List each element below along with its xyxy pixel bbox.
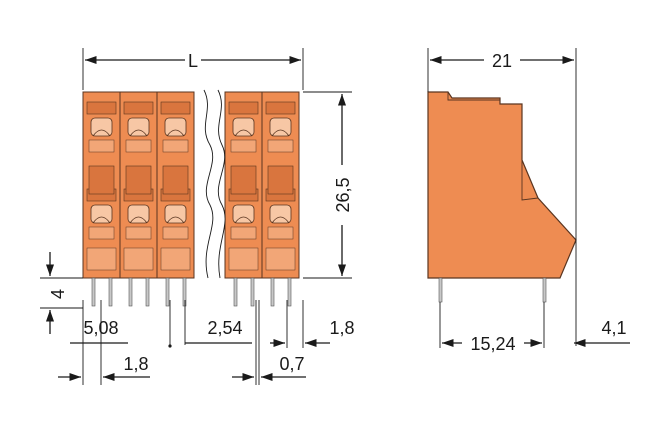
solder-pin xyxy=(128,277,133,307)
front-pins xyxy=(91,277,292,307)
mid-window xyxy=(88,165,115,195)
base-foot xyxy=(123,247,154,271)
solder-pin xyxy=(250,277,255,307)
terminal-module xyxy=(156,91,195,279)
clamp-opening xyxy=(269,204,292,224)
terminal-module xyxy=(224,91,263,279)
wire-entry xyxy=(88,139,115,153)
clamp-opening xyxy=(127,117,150,137)
solder-pin xyxy=(165,277,170,307)
clamp-spring xyxy=(271,216,290,224)
dim-depth-label: 21 xyxy=(492,51,512,71)
dim-length-label: L xyxy=(188,51,198,71)
wire-entry xyxy=(267,226,294,240)
terminal-module xyxy=(261,91,300,279)
front-modules xyxy=(82,91,300,279)
dim-pitch: 5,08 xyxy=(70,300,128,385)
solder-pin xyxy=(145,277,150,307)
wire-entry xyxy=(230,226,257,240)
terminal-module xyxy=(119,91,158,279)
base-foot xyxy=(160,247,191,271)
break-line-left xyxy=(203,89,214,279)
clamp-opening xyxy=(269,117,292,137)
clamp-opening xyxy=(164,117,187,137)
dim-height-label: 26,5 xyxy=(333,177,353,212)
wire-entry xyxy=(88,226,115,240)
dim-pitch-label: 5,08 xyxy=(83,318,118,338)
release-slot xyxy=(160,101,191,115)
release-slot xyxy=(228,101,259,115)
base-foot xyxy=(228,247,259,271)
mid-window xyxy=(125,165,152,195)
dim-pin-spacing: 15,24 xyxy=(439,302,545,354)
dim-pin-spacing-label: 15,24 xyxy=(470,334,515,354)
dim-right-margin: 1,8 xyxy=(270,300,355,348)
dim-height: 26,5 xyxy=(303,91,353,279)
dim-pin-height: 4 xyxy=(40,252,83,334)
clamp-spring xyxy=(234,129,253,137)
wire-entry xyxy=(125,226,152,240)
dim-offset-label: 1,8 xyxy=(123,354,148,374)
side-view xyxy=(427,91,577,303)
wire-entry xyxy=(125,139,152,153)
dim-pin-height-label: 4 xyxy=(48,289,68,299)
clamp-spring xyxy=(166,129,185,137)
dim-length: L xyxy=(82,48,304,90)
wire-entry xyxy=(162,226,189,240)
dim-side-offset: 4,1 xyxy=(574,318,630,348)
dim-side-offset-label: 4,1 xyxy=(601,318,626,338)
front-view xyxy=(82,89,300,307)
clamp-spring xyxy=(92,129,111,137)
side-pin-right xyxy=(542,277,547,303)
clamp-spring xyxy=(271,129,290,137)
wire-entry xyxy=(162,139,189,153)
wire-entry xyxy=(230,139,257,153)
side-profile xyxy=(427,91,577,279)
clamp-opening xyxy=(90,117,113,137)
solder-pin xyxy=(287,277,292,307)
solder-pin xyxy=(91,277,96,307)
wire-entry xyxy=(267,139,294,153)
clamp-spring xyxy=(129,129,148,137)
solder-pin xyxy=(233,277,238,307)
terminal-module xyxy=(82,91,121,279)
release-slot xyxy=(265,101,296,115)
mid-window xyxy=(267,165,294,195)
clamp-opening xyxy=(127,204,150,224)
clamp-spring xyxy=(92,216,111,224)
release-slot xyxy=(86,101,117,115)
solder-pin xyxy=(182,277,187,307)
clamp-opening xyxy=(164,204,187,224)
side-top-step xyxy=(447,92,500,101)
solder-pin xyxy=(270,277,275,307)
break-gap xyxy=(204,90,226,278)
side-pin-left xyxy=(438,277,443,303)
release-slot xyxy=(123,101,154,115)
side-slope-edge xyxy=(521,160,539,201)
clamp-opening xyxy=(232,117,255,137)
mid-window xyxy=(230,165,257,195)
dim-pin-width-label: 0,7 xyxy=(279,354,304,374)
clamp-spring xyxy=(234,216,253,224)
mid-window xyxy=(162,165,189,195)
clamp-spring xyxy=(166,216,185,224)
clamp-opening xyxy=(90,204,113,224)
dim-half-pitch: 2,54 xyxy=(168,300,252,348)
base-foot xyxy=(265,247,296,271)
dim-pin-width: 0,7 xyxy=(232,300,306,385)
base-foot xyxy=(86,247,117,271)
clamp-opening xyxy=(232,204,255,224)
solder-pin xyxy=(108,277,113,307)
dim-offset: 1,8 xyxy=(58,354,150,382)
clamp-spring xyxy=(129,216,148,224)
dim-half-pitch-label: 2,54 xyxy=(207,318,242,338)
dim-right-margin-label: 1,8 xyxy=(329,318,354,338)
dim-depth: 21 xyxy=(427,48,577,346)
break-line-right xyxy=(217,89,226,279)
